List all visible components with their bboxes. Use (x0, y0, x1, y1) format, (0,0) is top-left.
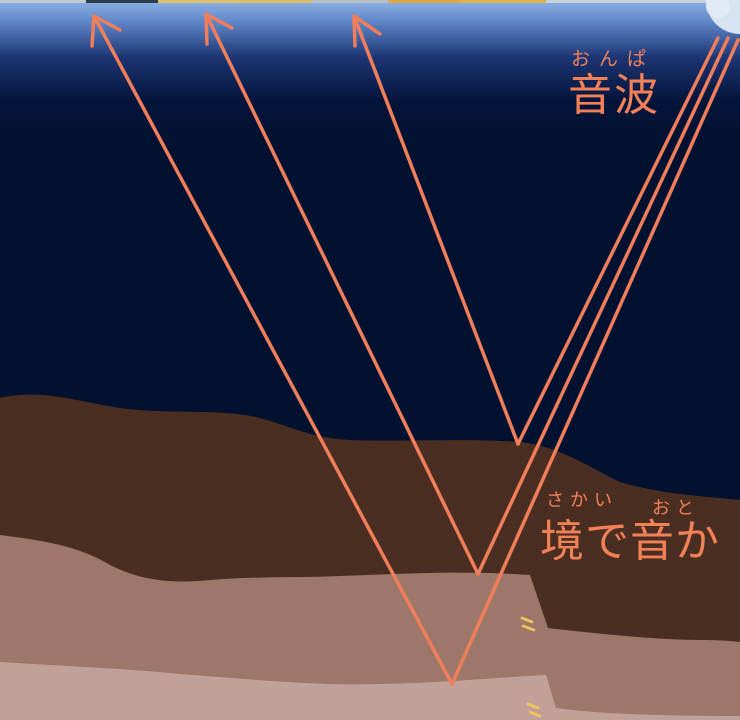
ray-deep-incoming (450, 38, 740, 686)
ray-shallow-reflected (352, 14, 520, 446)
arrowhead-deep (90, 14, 122, 48)
sound-wave-text: 音波 (568, 70, 660, 121)
boundary-furigana-oto: おと (652, 498, 700, 519)
boundary-text: 境で音か (540, 516, 720, 567)
arrowhead-mid (204, 12, 234, 46)
sea-surface (0, 0, 706, 3)
sound-wave-furigana: おんぱ (571, 48, 656, 70)
impact-sparks (520, 616, 542, 718)
light-rock-layer (0, 662, 740, 720)
ray-deep-reflected (92, 14, 454, 686)
cloud (706, 0, 740, 34)
mid-rock-layer (0, 535, 740, 720)
ray-mid-reflected (204, 12, 480, 576)
ray-mid-incoming (476, 36, 730, 576)
boundary-furigana-sakai: さかい (546, 490, 618, 511)
ray-shallow-incoming (516, 36, 720, 446)
arrowhead-shallow (352, 14, 382, 48)
sound-wave-rays (90, 12, 740, 686)
